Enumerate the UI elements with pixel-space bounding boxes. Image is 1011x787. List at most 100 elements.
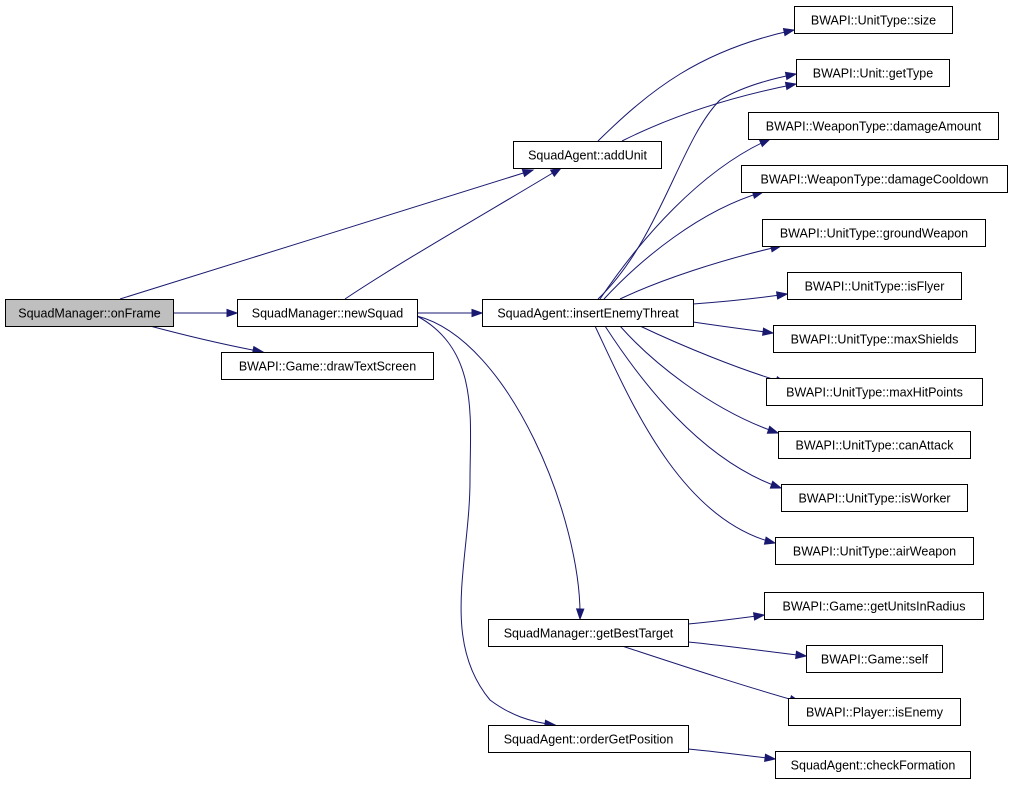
node-label: BWAPI::WeaponType::damageCooldown	[761, 173, 989, 187]
edge-line	[687, 614, 765, 625]
node-onFrame[interactable]: SquadManager::onFrame	[5, 299, 174, 327]
edge-line	[687, 748, 776, 760]
node-box[interactable]	[794, 6, 953, 34]
arrowhead	[784, 71, 798, 81]
node-box[interactable]	[488, 619, 689, 647]
node-label: BWAPI::Game::getUnitsInRadius	[783, 600, 966, 614]
edge-getBestTarget-to-getUnitsInRadius	[687, 612, 766, 625]
arrowhead	[226, 308, 239, 318]
node-damageAmount[interactable]: BWAPI::WeaponType::damageAmount	[748, 112, 999, 140]
edge-insertEnemyThreat-to-maxShields	[692, 321, 775, 336]
node-box[interactable]	[488, 725, 689, 753]
node-damageCooldown[interactable]: BWAPI::WeaponType::damageCooldown	[741, 165, 1008, 193]
node-checkFormation[interactable]: SquadAgent::checkFormation	[775, 751, 971, 779]
edge-line	[619, 325, 779, 434]
node-maxShields[interactable]: BWAPI::UnitType::maxShields	[773, 325, 976, 353]
edge-line	[599, 138, 771, 300]
node-box[interactable]	[773, 325, 976, 353]
node-box[interactable]	[806, 645, 943, 673]
node-box[interactable]	[796, 59, 950, 87]
node-box[interactable]	[778, 431, 971, 459]
arrowhead	[763, 536, 777, 545]
node-label: BWAPI::WeaponType::damageAmount	[766, 120, 982, 134]
arrowhead	[782, 27, 796, 37]
node-label: SquadAgent::orderGetPosition	[504, 733, 674, 747]
edge-line	[603, 191, 764, 300]
node-addUnit[interactable]: SquadAgent::addUnit	[513, 141, 662, 169]
node-size[interactable]: BWAPI::UnitType::size	[794, 6, 953, 34]
node-box[interactable]	[788, 698, 961, 726]
node-getBestTarget[interactable]: SquadManager::getBestTarget	[488, 619, 689, 647]
node-label: BWAPI::Player::isEnemy	[806, 706, 944, 720]
edge-insertEnemyThreat-to-canAttack	[619, 325, 780, 434]
arrowhead	[766, 425, 780, 434]
nodes-layer: SquadManager::onFrame SquadManager::newSq…	[5, 6, 1008, 779]
node-label: SquadAgent::addUnit	[528, 149, 647, 163]
node-box[interactable]	[513, 141, 662, 169]
node-label: BWAPI::Game::self	[821, 653, 929, 667]
node-box[interactable]	[741, 165, 1008, 193]
edge-onFrame-to-newSquad	[173, 308, 239, 318]
node-drawTextScreen[interactable]: BWAPI::Game::drawTextScreen	[221, 352, 434, 380]
edge-line	[621, 83, 797, 142]
node-box[interactable]	[775, 751, 971, 779]
node-getUnitsInRadius[interactable]: BWAPI::Game::getUnitsInRadius	[764, 592, 984, 620]
edge-addUnit-to-size	[597, 27, 796, 142]
node-label: SquadManager::getBestTarget	[504, 627, 674, 641]
edge-newSquad-to-insertEnemyThreat	[417, 308, 484, 318]
edge-line	[597, 29, 795, 142]
node-box[interactable]	[764, 592, 984, 620]
node-label: BWAPI::UnitType::groundWeapon	[780, 227, 968, 241]
node-groundWeapon[interactable]: BWAPI::UnitType::groundWeapon	[762, 219, 986, 247]
node-canAttack[interactable]: BWAPI::UnitType::canAttack	[778, 431, 971, 459]
edge-line	[594, 325, 776, 544]
arrowhead	[575, 608, 585, 621]
edge-getBestTarget-to-self	[687, 641, 808, 660]
node-box[interactable]	[5, 299, 174, 327]
node-label: BWAPI::UnitType::canAttack	[796, 439, 955, 453]
node-box[interactable]	[775, 537, 974, 565]
node-label: BWAPI::Game::drawTextScreen	[239, 360, 416, 374]
arrowhead	[775, 291, 789, 300]
node-isWorker[interactable]: BWAPI::UnitType::isWorker	[781, 484, 968, 512]
node-box[interactable]	[781, 484, 968, 512]
node-box[interactable]	[237, 299, 418, 327]
edge-line	[119, 169, 534, 300]
edge-line	[692, 293, 788, 305]
node-label: SquadManager::onFrame	[18, 307, 160, 321]
node-box[interactable]	[766, 378, 983, 406]
edge-newSquad-to-orderGetPosition	[416, 315, 557, 729]
node-getType[interactable]: BWAPI::Unit::getType	[796, 59, 950, 87]
edge-line	[692, 321, 774, 334]
edge-orderGetPosition-to-checkFormation	[687, 748, 777, 763]
arrowhead	[769, 480, 783, 489]
arrowhead	[758, 138, 772, 148]
node-isEnemy[interactable]: BWAPI::Player::isEnemy	[788, 698, 961, 726]
node-isFlyer[interactable]: BWAPI::UnitType::isFlyer	[787, 272, 962, 300]
node-box[interactable]	[748, 112, 999, 140]
edge-insertEnemyThreat-to-isFlyer	[692, 291, 789, 305]
arrowhead	[549, 167, 563, 178]
node-insertEnemyThreat[interactable]: SquadAgent::insertEnemyThreat	[482, 299, 694, 327]
edge-insertEnemyThreat-to-airWeapon	[594, 325, 777, 545]
node-box[interactable]	[482, 299, 694, 327]
edge-insertEnemyThreat-to-groundWeapon	[619, 244, 783, 300]
edge-line	[604, 325, 782, 489]
node-newSquad[interactable]: SquadManager::newSquad	[237, 299, 418, 327]
edge-line	[149, 325, 264, 353]
node-orderGetPosition[interactable]: SquadAgent::orderGetPosition	[488, 725, 689, 753]
node-box[interactable]	[787, 272, 962, 300]
node-box[interactable]	[221, 352, 434, 380]
edges-layer	[119, 27, 808, 763]
arrowhead	[753, 612, 766, 621]
edge-line	[416, 315, 556, 726]
arrowhead	[784, 81, 798, 91]
node-label: SquadAgent::checkFormation	[791, 759, 956, 773]
node-airWeapon[interactable]: BWAPI::UnitType::airWeapon	[775, 537, 974, 565]
node-box[interactable]	[762, 219, 986, 247]
edge-newSquad-to-getBestTarget	[416, 315, 585, 621]
node-maxHitPoints[interactable]: BWAPI::UnitType::maxHitPoints	[766, 378, 983, 406]
node-label: BWAPI::UnitType::airWeapon	[793, 545, 956, 559]
node-self[interactable]: BWAPI::Game::self	[806, 645, 943, 673]
node-label: BWAPI::Unit::getType	[813, 67, 933, 81]
